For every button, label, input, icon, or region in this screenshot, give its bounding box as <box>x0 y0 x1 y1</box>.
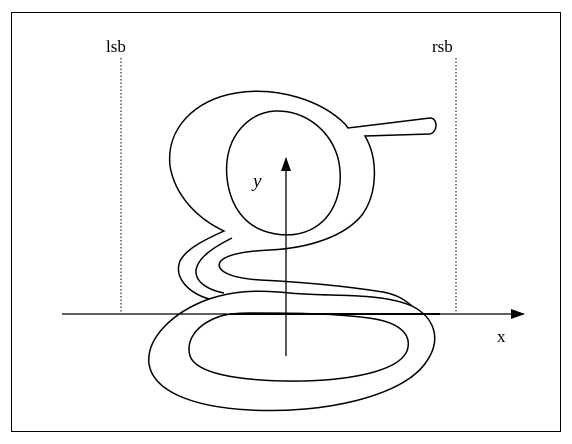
glyph-upper-counter <box>225 110 341 236</box>
x-axis-label: x <box>497 327 506 346</box>
glyph-neck-outer <box>168 90 437 307</box>
glyph-lower-bowl-inner <box>188 312 410 382</box>
glyph-neck-inner <box>195 237 233 294</box>
glyph-lower-bowl-outer <box>148 290 436 412</box>
y-axis-label: y <box>251 171 262 192</box>
rsb-label: rsb <box>432 37 453 56</box>
lsb-label: lsb <box>106 37 126 56</box>
